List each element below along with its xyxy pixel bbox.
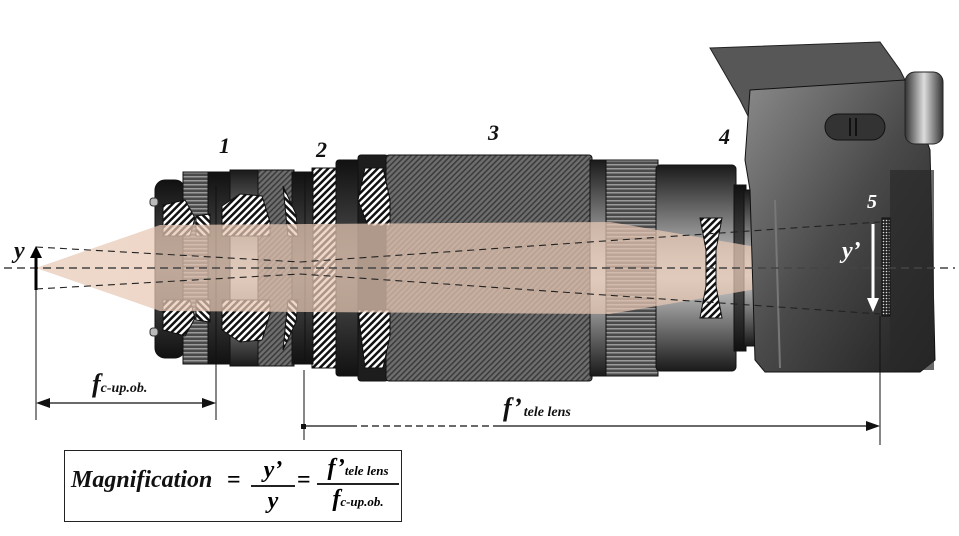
object-arrow (30, 246, 42, 290)
ratio-numerator: y’ (263, 457, 283, 483)
focal-numerator: f’tele lens (327, 455, 389, 481)
light-beam (36, 222, 880, 314)
tele-focal-label: f’tele lens (503, 393, 571, 422)
closeup-focal-label: fc-up.ob. (92, 369, 147, 398)
tele-focal-dimension (301, 316, 881, 445)
formula-equals-2: = (297, 467, 311, 493)
label-5: 5 (867, 191, 877, 213)
label-4: 4 (718, 124, 730, 149)
focal-denominator: fc-up.ob. (332, 485, 384, 512)
chief-rays (35, 221, 881, 315)
image-arrow (867, 224, 879, 312)
ratio-denominator: y (267, 487, 279, 514)
label-2: 2 (315, 137, 327, 162)
label-3: 3 (487, 120, 499, 145)
closeup-focal-dimension (35, 290, 217, 420)
formula-equals-1: = (227, 467, 241, 493)
magnification-formula: Magnification = y’ y = f’tele lens fc-up… (64, 450, 402, 522)
object-label: y (11, 238, 25, 264)
image-label: y’ (839, 238, 861, 264)
image-sensor-5 (881, 217, 891, 317)
label-1: 1 (219, 133, 230, 158)
formula-word: Magnification (71, 467, 213, 493)
image-object-ratio: y’ y (251, 457, 295, 515)
focal-ratio: f’tele lens fc-up.ob. (317, 455, 399, 513)
